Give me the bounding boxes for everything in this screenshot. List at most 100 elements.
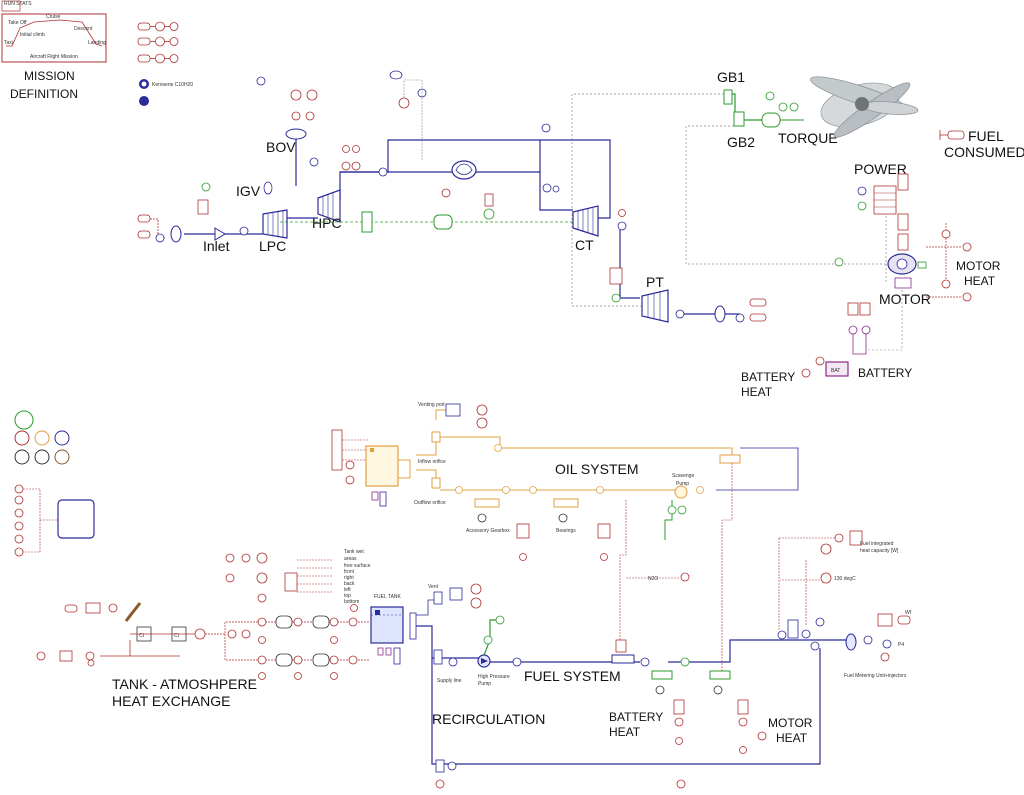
lower-ground-b[interactable]: [294, 672, 302, 680]
ct-valve[interactable]: [542, 183, 552, 193]
p4-node[interactable]: [882, 639, 892, 649]
mid-hx-node[interactable]: [680, 657, 690, 667]
upper-resistor-b[interactable]: [312, 615, 330, 629]
battery-ctrl-a[interactable]: [847, 302, 859, 316]
oil-fuel-exchanger[interactable]: [611, 654, 635, 664]
sensor-row-2[interactable]: [137, 36, 179, 47]
tas-sensor[interactable]: [137, 230, 151, 239]
wf-gain[interactable]: [877, 613, 893, 627]
hpc-p-sensor[interactable]: [351, 161, 361, 171]
pt-speed-sensor[interactable]: [611, 293, 621, 303]
motor-temp-sensor[interactable]: [941, 229, 951, 239]
heat-input-a[interactable]: [225, 553, 235, 563]
hpc-n-sensor[interactable]: [352, 145, 360, 153]
pump-torque-sensor[interactable]: [483, 635, 493, 645]
pt-component[interactable]: [641, 289, 669, 323]
ct-exit-node[interactable]: [617, 221, 627, 231]
motor-hx-temp[interactable]: [738, 717, 748, 727]
oil-tank-sensor-b[interactable]: [379, 491, 387, 507]
rotor-sensor-b[interactable]: [778, 102, 788, 112]
burner-source[interactable]: [389, 70, 403, 80]
oil-pressure-sensor[interactable]: [680, 572, 690, 582]
high-pressure-pump[interactable]: [477, 654, 491, 668]
oil-return-node-d[interactable]: [596, 486, 604, 494]
library-icon-f[interactable]: [34, 449, 50, 465]
lower-node-e[interactable]: [348, 655, 358, 665]
scavenge-pump[interactable]: [674, 485, 688, 499]
sensor-row-3[interactable]: [137, 53, 179, 64]
convection-node[interactable]: [194, 628, 206, 640]
shaft-coupling[interactable]: [361, 211, 373, 233]
pump-speed-sensor[interactable]: [495, 615, 505, 625]
vent-tat[interactable]: [470, 583, 482, 595]
vent-outlet[interactable]: [449, 587, 463, 601]
electric-motor[interactable]: [887, 253, 917, 275]
oil-return-node-c[interactable]: [529, 486, 537, 494]
ct-bleed-node[interactable]: [541, 123, 551, 133]
motor-shaft-node[interactable]: [834, 257, 844, 267]
bov-valve[interactable]: [285, 128, 307, 140]
power-gain[interactable]: [897, 213, 909, 231]
injector-node[interactable]: [863, 635, 873, 645]
gearbox-heat-controller[interactable]: [516, 523, 530, 539]
upper-node-d[interactable]: [329, 617, 339, 627]
ambient-source[interactable]: [170, 225, 182, 243]
main-rotor-icon[interactable]: [808, 70, 919, 143]
temp-limit-node[interactable]: [820, 572, 832, 584]
bov-controller-a[interactable]: [290, 89, 302, 101]
accessory-gearbox-exchanger[interactable]: [474, 498, 500, 508]
inlet-controller[interactable]: [197, 199, 209, 215]
gearbox-heat-node[interactable]: [477, 513, 487, 523]
battery-node-a[interactable]: [848, 325, 858, 335]
bov-sensor-a[interactable]: [291, 111, 301, 121]
oil-return-node-b[interactable]: [502, 486, 510, 494]
battery-hx-ctrl[interactable]: [673, 699, 685, 715]
oil-cooler[interactable]: [719, 454, 741, 464]
exhaust-sink[interactable]: [735, 313, 745, 323]
tank-level-gauge[interactable]: [393, 647, 401, 665]
oil-return-node-a[interactable]: [455, 486, 463, 494]
injector-temp-node[interactable]: [880, 652, 890, 662]
ct-orifice[interactable]: [552, 185, 560, 193]
heat-input-b[interactable]: [225, 573, 235, 583]
recirc-sensor[interactable]: [435, 779, 445, 789]
lpc-inlet-node[interactable]: [239, 226, 249, 236]
rotor-shaft[interactable]: [761, 112, 781, 128]
tank-outlet-port[interactable]: [409, 612, 417, 640]
library-icon-g[interactable]: [54, 449, 70, 465]
motor-hx-heat-node[interactable]: [713, 685, 723, 695]
oil-tank[interactable]: [365, 445, 399, 487]
fmu-valve[interactable]: [787, 619, 799, 639]
motor-hx-sum[interactable]: [757, 731, 767, 741]
bearings-exchanger[interactable]: [553, 498, 579, 508]
after-oil-hx-node[interactable]: [640, 657, 650, 667]
sat-table[interactable]: [85, 602, 101, 614]
library-icon-e[interactable]: [14, 449, 30, 465]
starter-motor[interactable]: [433, 214, 453, 230]
fuel-tank[interactable]: [370, 606, 404, 644]
split-node-a[interactable]: [227, 629, 237, 639]
inlet-diffuser[interactable]: [214, 227, 226, 241]
heat-distribution-block[interactable]: [57, 499, 95, 539]
power-limiter[interactable]: [897, 173, 909, 191]
supply-line-valve[interactable]: [433, 649, 443, 665]
lpc-component[interactable]: [262, 209, 288, 239]
rotor-sensor-a[interactable]: [765, 91, 775, 101]
hpc-t-sensor[interactable]: [341, 161, 351, 171]
ct-temperature-sensor[interactable]: [618, 209, 626, 217]
upper-ground-b[interactable]: [330, 636, 338, 644]
exhaust-nozzle[interactable]: [714, 305, 726, 323]
scavenge-speed-sensor[interactable]: [667, 505, 677, 515]
igv-actuator[interactable]: [263, 181, 273, 195]
outflow-orifice[interactable]: [431, 477, 441, 489]
inflow-orifice[interactable]: [431, 431, 441, 443]
exhaust-sensor-a[interactable]: [749, 298, 767, 307]
battery-hx-temp[interactable]: [674, 717, 684, 727]
wf-output[interactable]: [897, 615, 911, 625]
tat-sensor[interactable]: [137, 214, 151, 223]
tank-level-sensor-a[interactable]: [377, 647, 384, 656]
hpc-valve[interactable]: [378, 167, 388, 177]
vent-tat-sensor[interactable]: [476, 404, 488, 416]
heat-capacity-node[interactable]: [834, 533, 844, 543]
motor-hx-ground[interactable]: [739, 746, 747, 754]
